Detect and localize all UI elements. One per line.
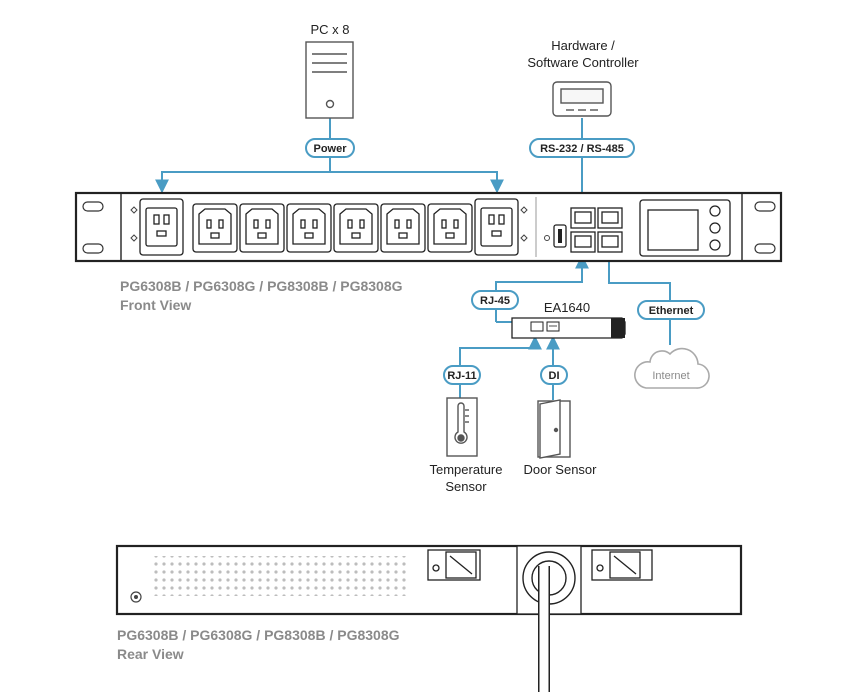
outlet-icon — [427, 203, 473, 253]
svg-text:RJ-45: RJ-45 — [480, 295, 510, 307]
front-pdu-panel — [74, 191, 783, 263]
rear-pdu-panel — [115, 544, 743, 616]
svg-text:RJ-11: RJ-11 — [447, 370, 476, 382]
ea1640-label: EA1640 — [544, 300, 590, 315]
svg-text:DI: DI — [549, 370, 560, 382]
svg-text:Power: Power — [313, 143, 347, 155]
di-pill: DI — [540, 365, 568, 385]
breaker-left — [427, 549, 481, 581]
door-icon — [537, 399, 571, 459]
cloud-icon — [634, 347, 710, 389]
controller-label-line1: Hardware / — [551, 38, 615, 53]
front-view-label: Front View — [120, 297, 191, 313]
outlet-icon — [380, 203, 426, 253]
thermometer-icon — [446, 397, 478, 457]
outlet-icon — [474, 198, 519, 256]
svg-text:RS-232 / RS-485: RS-232 / RS-485 — [540, 143, 624, 155]
rear-model-label: PG6308B / PG6308G / PG8308B / PG8308G — [117, 627, 400, 643]
breaker-right — [591, 549, 653, 581]
ethernet-pill: Ethernet — [637, 300, 705, 320]
power-pill: Power — [305, 138, 355, 158]
rear-view-label: Rear View — [117, 646, 184, 662]
outlet-icon — [139, 198, 184, 256]
outlet-icon — [192, 203, 238, 253]
lcd-display — [639, 199, 731, 257]
rj45-pill: RJ-45 — [471, 290, 519, 310]
outlet-icon — [286, 203, 332, 253]
temperature-label-line2: Sensor — [445, 479, 487, 494]
controller-icon — [552, 81, 612, 117]
rj11-pill: RJ-11 — [443, 365, 481, 385]
controller-label-line2: Software Controller — [527, 55, 639, 70]
usb-icon — [553, 224, 567, 248]
pc-tower-icon — [305, 41, 354, 119]
rs-pill: RS-232 / RS-485 — [529, 138, 635, 158]
outlet-icon — [239, 203, 285, 253]
temperature-label-line1: Temperature — [430, 462, 503, 477]
internet-label: Internet — [652, 370, 689, 382]
pc-label: PC x 8 — [310, 22, 349, 37]
outlet-icon — [333, 203, 379, 253]
svg-text:Ethernet: Ethernet — [649, 305, 694, 317]
front-model-label: PG6308B / PG6308G / PG8308B / PG8308G — [120, 278, 403, 294]
ea1640-module — [511, 317, 626, 339]
door-sensor-label: Door Sensor — [524, 462, 598, 477]
rj45-port-icon — [570, 207, 623, 253]
